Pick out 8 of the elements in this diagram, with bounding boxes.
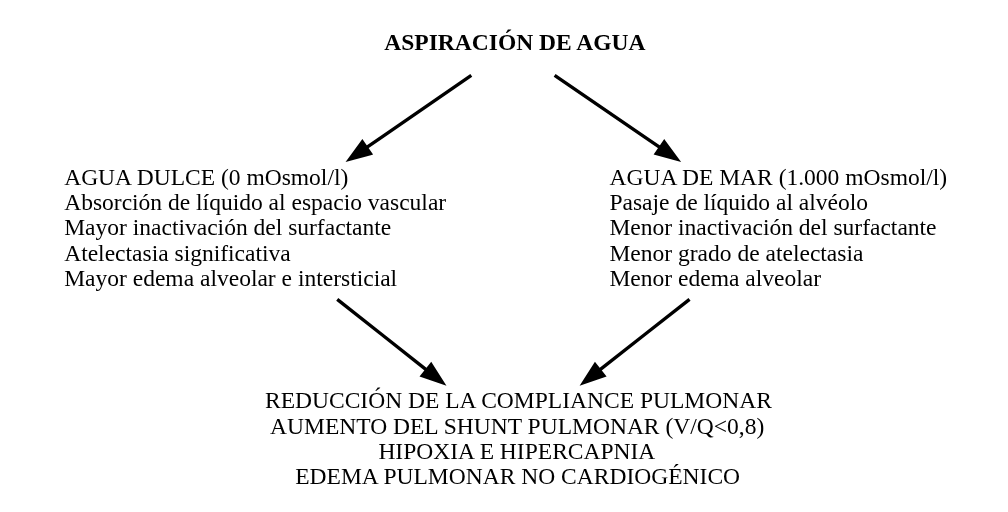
arrow: [579, 298, 691, 386]
arrow: [345, 74, 473, 163]
node-text: ASPIRACIÓN DE AGUA: [384, 28, 646, 55]
arrow: [553, 74, 682, 163]
node-text: AGUA DULCE (0 mOsmol/l) Absorción de líquido al espacio vascular Mayor inactivación del surfactante Atelectasia significativa Mayor edema alveolar e intersticial: [64, 163, 447, 291]
node-text: AGUA DE MAR (1.000 mOsmol/l) Pasaje de líquido al alvéolo Menor inactivación del surfactante Menor grado de atelectasia Menor edema alveolar: [609, 163, 948, 291]
node-text: REDUCCIÓN DE LA COMPLIANCE PULMONAR AUMENTO DEL SHUNT PULMONAR (V/Q<0,8) HIPOXIA E HIPERCAPNIA EDEMA PULMONAR NO CARDIOGÉNICO: [264, 387, 772, 490]
arrow: [336, 298, 447, 386]
